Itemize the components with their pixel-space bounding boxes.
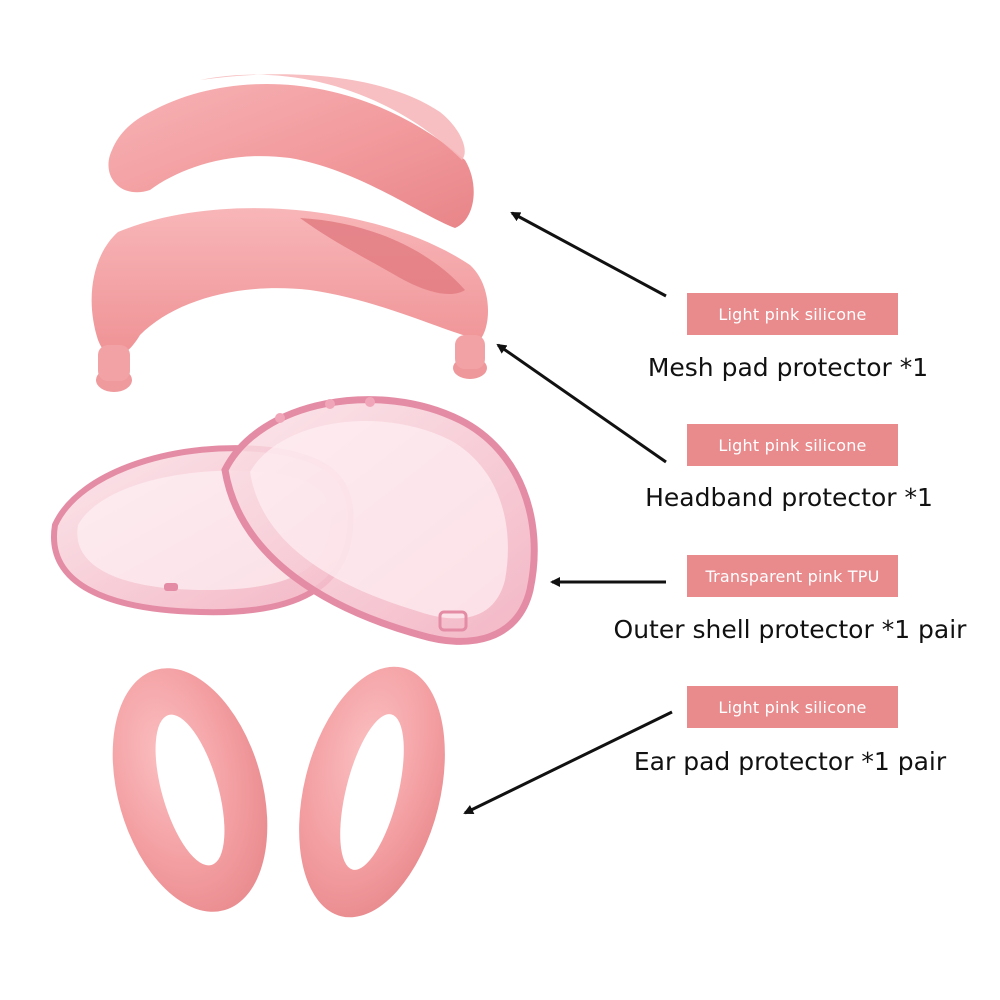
outer-shell-protector-image: [50, 396, 538, 645]
arrow-headband: [496, 343, 667, 464]
part-label-mesh-pad: Mesh pad protector *1: [647, 353, 929, 382]
material-tag-mesh-pad: Light pink silicone: [687, 293, 898, 335]
material-tag-ear-pad: Light pink silicone: [687, 686, 898, 728]
part-label-outer-shell: Outer shell protector *1 pair: [613, 615, 967, 644]
part-label-ear-pad: Ear pad protector *1 pair: [633, 747, 947, 776]
ear-pad-protector-left-image: [112, 668, 268, 912]
arrow-mesh-pad: [510, 211, 667, 298]
material-tag-headband: Light pink silicone: [687, 424, 898, 466]
part-label-headband: Headband protector *1: [645, 483, 933, 512]
material-tag-outer-shell: Transparent pink TPU: [687, 555, 898, 597]
arrow-ear-pad: [463, 710, 673, 815]
headband-protector-image: [91, 208, 489, 392]
mesh-pad-protector-image: [108, 74, 474, 229]
ear-pad-protector-right-image: [299, 666, 445, 918]
